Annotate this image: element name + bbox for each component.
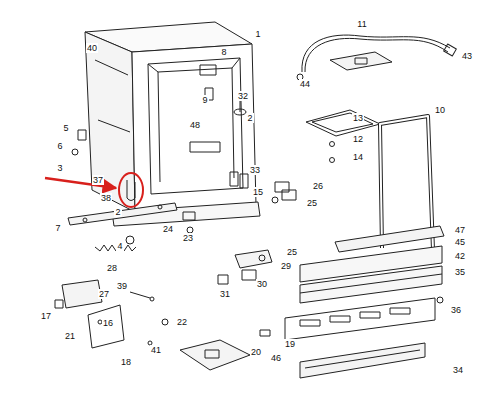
callout-number: 4 (116, 241, 123, 251)
callout-number: 15 (252, 187, 264, 197)
callout-number: 46 (270, 353, 282, 363)
callout-number: 26 (312, 181, 324, 191)
callout-number: 21 (64, 331, 76, 341)
callout-number: 7 (54, 223, 61, 233)
callout-number: 6 (56, 141, 63, 151)
callout-number: 14 (352, 152, 364, 162)
callout-number: 48 (189, 120, 201, 130)
callout-number: 19 (284, 339, 296, 349)
callout-number: 13 (352, 113, 364, 123)
callout-number: 23 (182, 233, 194, 243)
tub (85, 22, 289, 226)
hinge-parts (68, 130, 177, 251)
callout-number: 25 (306, 198, 318, 208)
callout-number: 24 (162, 224, 174, 234)
fill-hose (297, 35, 456, 80)
callout-number: 43 (461, 51, 473, 61)
callout-number: 11 (356, 19, 367, 29)
callout-number: 3 (56, 163, 63, 173)
small-parts (183, 174, 296, 233)
highlight-circle (119, 173, 143, 207)
callout-number: 2 (114, 207, 121, 217)
callout-number: 29 (280, 261, 292, 271)
callout-number: 25 (286, 247, 298, 257)
callout-number: 45 (454, 237, 466, 247)
callout-number: 39 (116, 281, 128, 291)
door-seal (306, 110, 380, 163)
door-panels (260, 226, 444, 378)
lower-parts (55, 280, 250, 370)
callout-number: 34 (452, 365, 464, 375)
callout-number: 22 (176, 317, 188, 327)
hinge-link (127, 180, 135, 201)
callout-number: 5 (62, 123, 69, 133)
callout-number: 44 (299, 79, 311, 89)
callout-number: 36 (450, 305, 462, 315)
callout-number: 1 (254, 29, 261, 39)
callout-number: 10 (434, 105, 446, 115)
callout-number: 16 (102, 318, 114, 328)
callout-number: 30 (256, 279, 268, 289)
callout-number: 12 (352, 134, 364, 144)
callout-number: 31 (219, 289, 231, 299)
callout-number: 37 (92, 175, 104, 185)
callout-number: 9 (201, 95, 208, 105)
callout-number: 2 (246, 113, 253, 123)
callout-number: 20 (250, 347, 262, 357)
callout-number: 27 (98, 289, 110, 299)
highlight-arrow (45, 178, 116, 188)
callout-number: 40 (86, 43, 98, 53)
callout-number: 41 (150, 345, 162, 355)
callout-number: 42 (454, 251, 466, 261)
callout-number: 32 (237, 91, 249, 101)
callout-number: 33 (249, 165, 261, 175)
callout-number: 18 (120, 357, 132, 367)
callout-number: 8 (220, 47, 227, 57)
callout-number: 47 (454, 225, 466, 235)
callout-number: 35 (454, 267, 466, 277)
callout-number: 28 (106, 263, 118, 273)
callout-number: 38 (100, 193, 112, 203)
callout-number: 17 (40, 311, 52, 321)
